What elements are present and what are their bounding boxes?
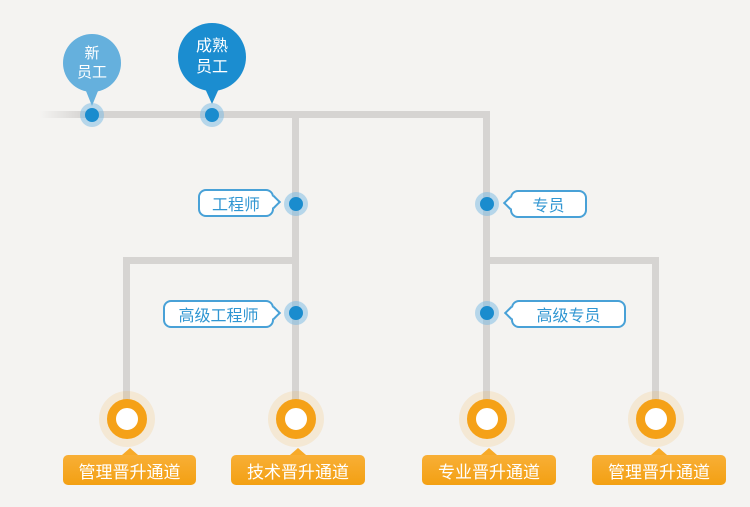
senior-engineer-node-dot xyxy=(284,301,308,325)
specialist-label: 专员 xyxy=(532,198,565,215)
specialist-column-line xyxy=(483,111,490,419)
dot-core xyxy=(480,306,494,320)
specialist-level-bubble: 专员 xyxy=(502,190,587,218)
channel-text: 管理晋升通道 xyxy=(608,462,710,482)
channel-text: 管理晋升通道 xyxy=(78,462,181,482)
technical-terminal-ring xyxy=(276,399,316,439)
bubble-pointer-left xyxy=(502,195,518,211)
channel-pointer-up xyxy=(481,448,497,455)
senior-specialist-level-bubble: 高级专员 xyxy=(503,300,626,328)
mature-employee-label-line1: 成熟 xyxy=(195,38,228,55)
channel-text: 技术晋升通道 xyxy=(247,462,349,482)
left-branch-line xyxy=(123,257,299,264)
new-employee-label-line1: 新 xyxy=(84,45,100,62)
bubble-pointer-left xyxy=(503,305,519,321)
dot-core xyxy=(480,197,494,211)
channel-text: 专业晋升通道 xyxy=(438,462,540,482)
bubble-pointer-right xyxy=(266,305,282,321)
channel-label-technical: 技术晋升通道 xyxy=(231,448,365,485)
new-employee-label-line2: 员工 xyxy=(76,64,107,81)
channel-pointer-up xyxy=(290,448,306,455)
dot-core xyxy=(85,108,99,122)
mature-employee-balloon: 成熟 员工 xyxy=(178,23,246,91)
professional-terminal-ring xyxy=(467,399,507,439)
new-employee-node-dot xyxy=(80,103,104,127)
channel-pointer-up xyxy=(651,448,667,455)
management-right-terminal-ring xyxy=(636,399,676,439)
dot-core xyxy=(289,306,303,320)
management-left-column-line xyxy=(123,257,130,419)
management-right-column-line xyxy=(652,257,659,419)
management-left-terminal-ring xyxy=(107,399,147,439)
specialist-node-dot xyxy=(475,192,499,216)
dot-core xyxy=(205,108,219,122)
senior-specialist-node-dot xyxy=(475,301,499,325)
engineer-node-dot xyxy=(284,192,308,216)
senior-engineer-level-bubble: 高级工程师 xyxy=(163,300,282,328)
engineer-level-bubble: 工程师 xyxy=(198,189,282,217)
channel-label-management-left: 管理晋升通道 xyxy=(63,448,196,485)
mature-employee-node-dot xyxy=(200,103,224,127)
channel-label-professional: 专业晋升通道 xyxy=(422,448,556,485)
engineer-label: 工程师 xyxy=(211,197,260,214)
mature-employee-label-line2: 员工 xyxy=(195,59,228,76)
new-employee-balloon: 新 员工 xyxy=(63,34,121,92)
senior-specialist-label: 高级专员 xyxy=(536,308,601,325)
channel-pointer-up xyxy=(121,448,138,455)
bubble-pointer-right xyxy=(266,194,282,210)
engineer-column-line xyxy=(292,111,299,419)
senior-engineer-label: 高级工程师 xyxy=(178,308,259,325)
top-rail-line xyxy=(40,111,490,118)
right-branch-line xyxy=(483,257,659,264)
channel-label-management-right: 管理晋升通道 xyxy=(592,448,726,485)
dot-core xyxy=(289,197,303,211)
